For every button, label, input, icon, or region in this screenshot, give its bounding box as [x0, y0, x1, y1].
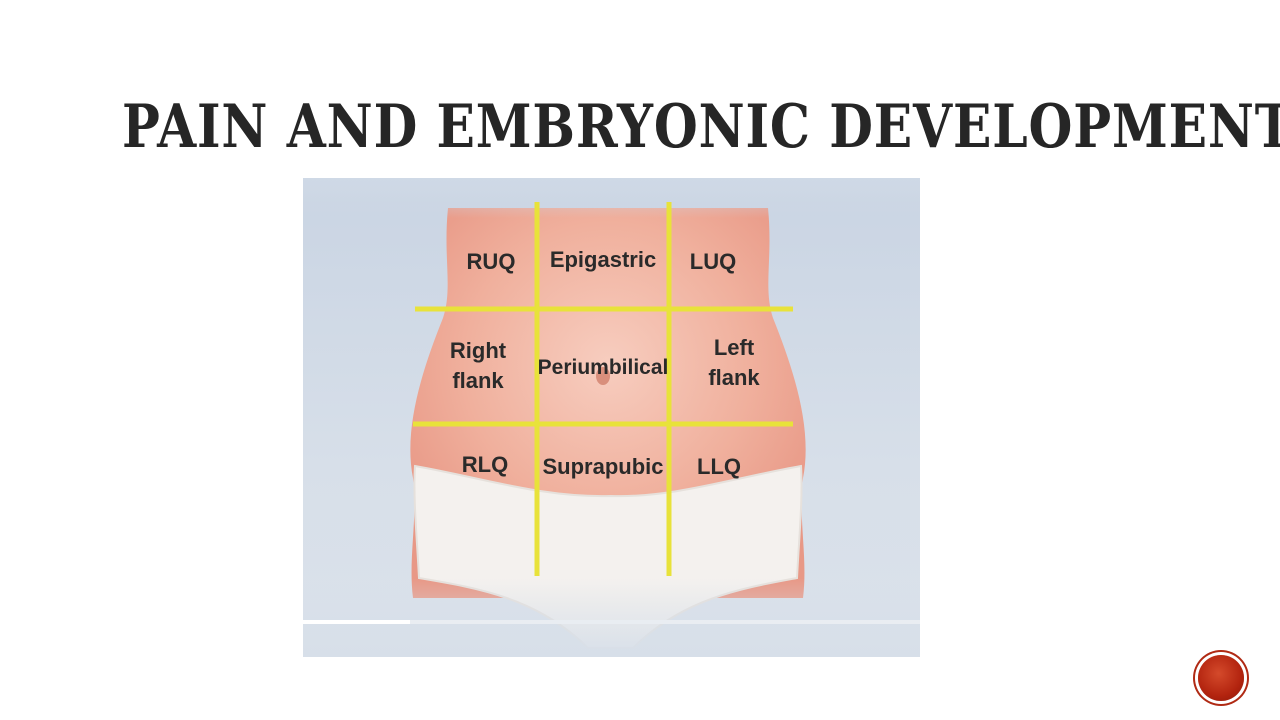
region-label-luq: LUQ: [689, 249, 737, 274]
navel-mark: [596, 367, 610, 385]
region-label-right-flank: Right flank: [449, 338, 507, 393]
bottom-bar: [303, 620, 920, 624]
region-label-epigastric: Epigastric: [549, 247, 657, 272]
region-label-llq: LLQ: [697, 454, 741, 479]
region-label-rlq: RLQ: [461, 452, 509, 477]
region-label-suprapubic: Suprapubic: [542, 454, 664, 479]
slide-title: Pain and Embryonic Development: [122, 92, 1280, 162]
slide-nav-button[interactable]: [1198, 655, 1244, 701]
region-label-left-flank: Left flank: [708, 335, 760, 390]
abdominal-regions-diagram: RUQ Epigastric LUQ Right flank Periumbil…: [303, 178, 920, 657]
bottom-bar-progress: [303, 620, 410, 624]
region-label-ruq: RUQ: [466, 249, 516, 274]
region-label-periumbilical: Periumbilical: [537, 356, 669, 379]
abdomen-illustration: [303, 178, 920, 657]
